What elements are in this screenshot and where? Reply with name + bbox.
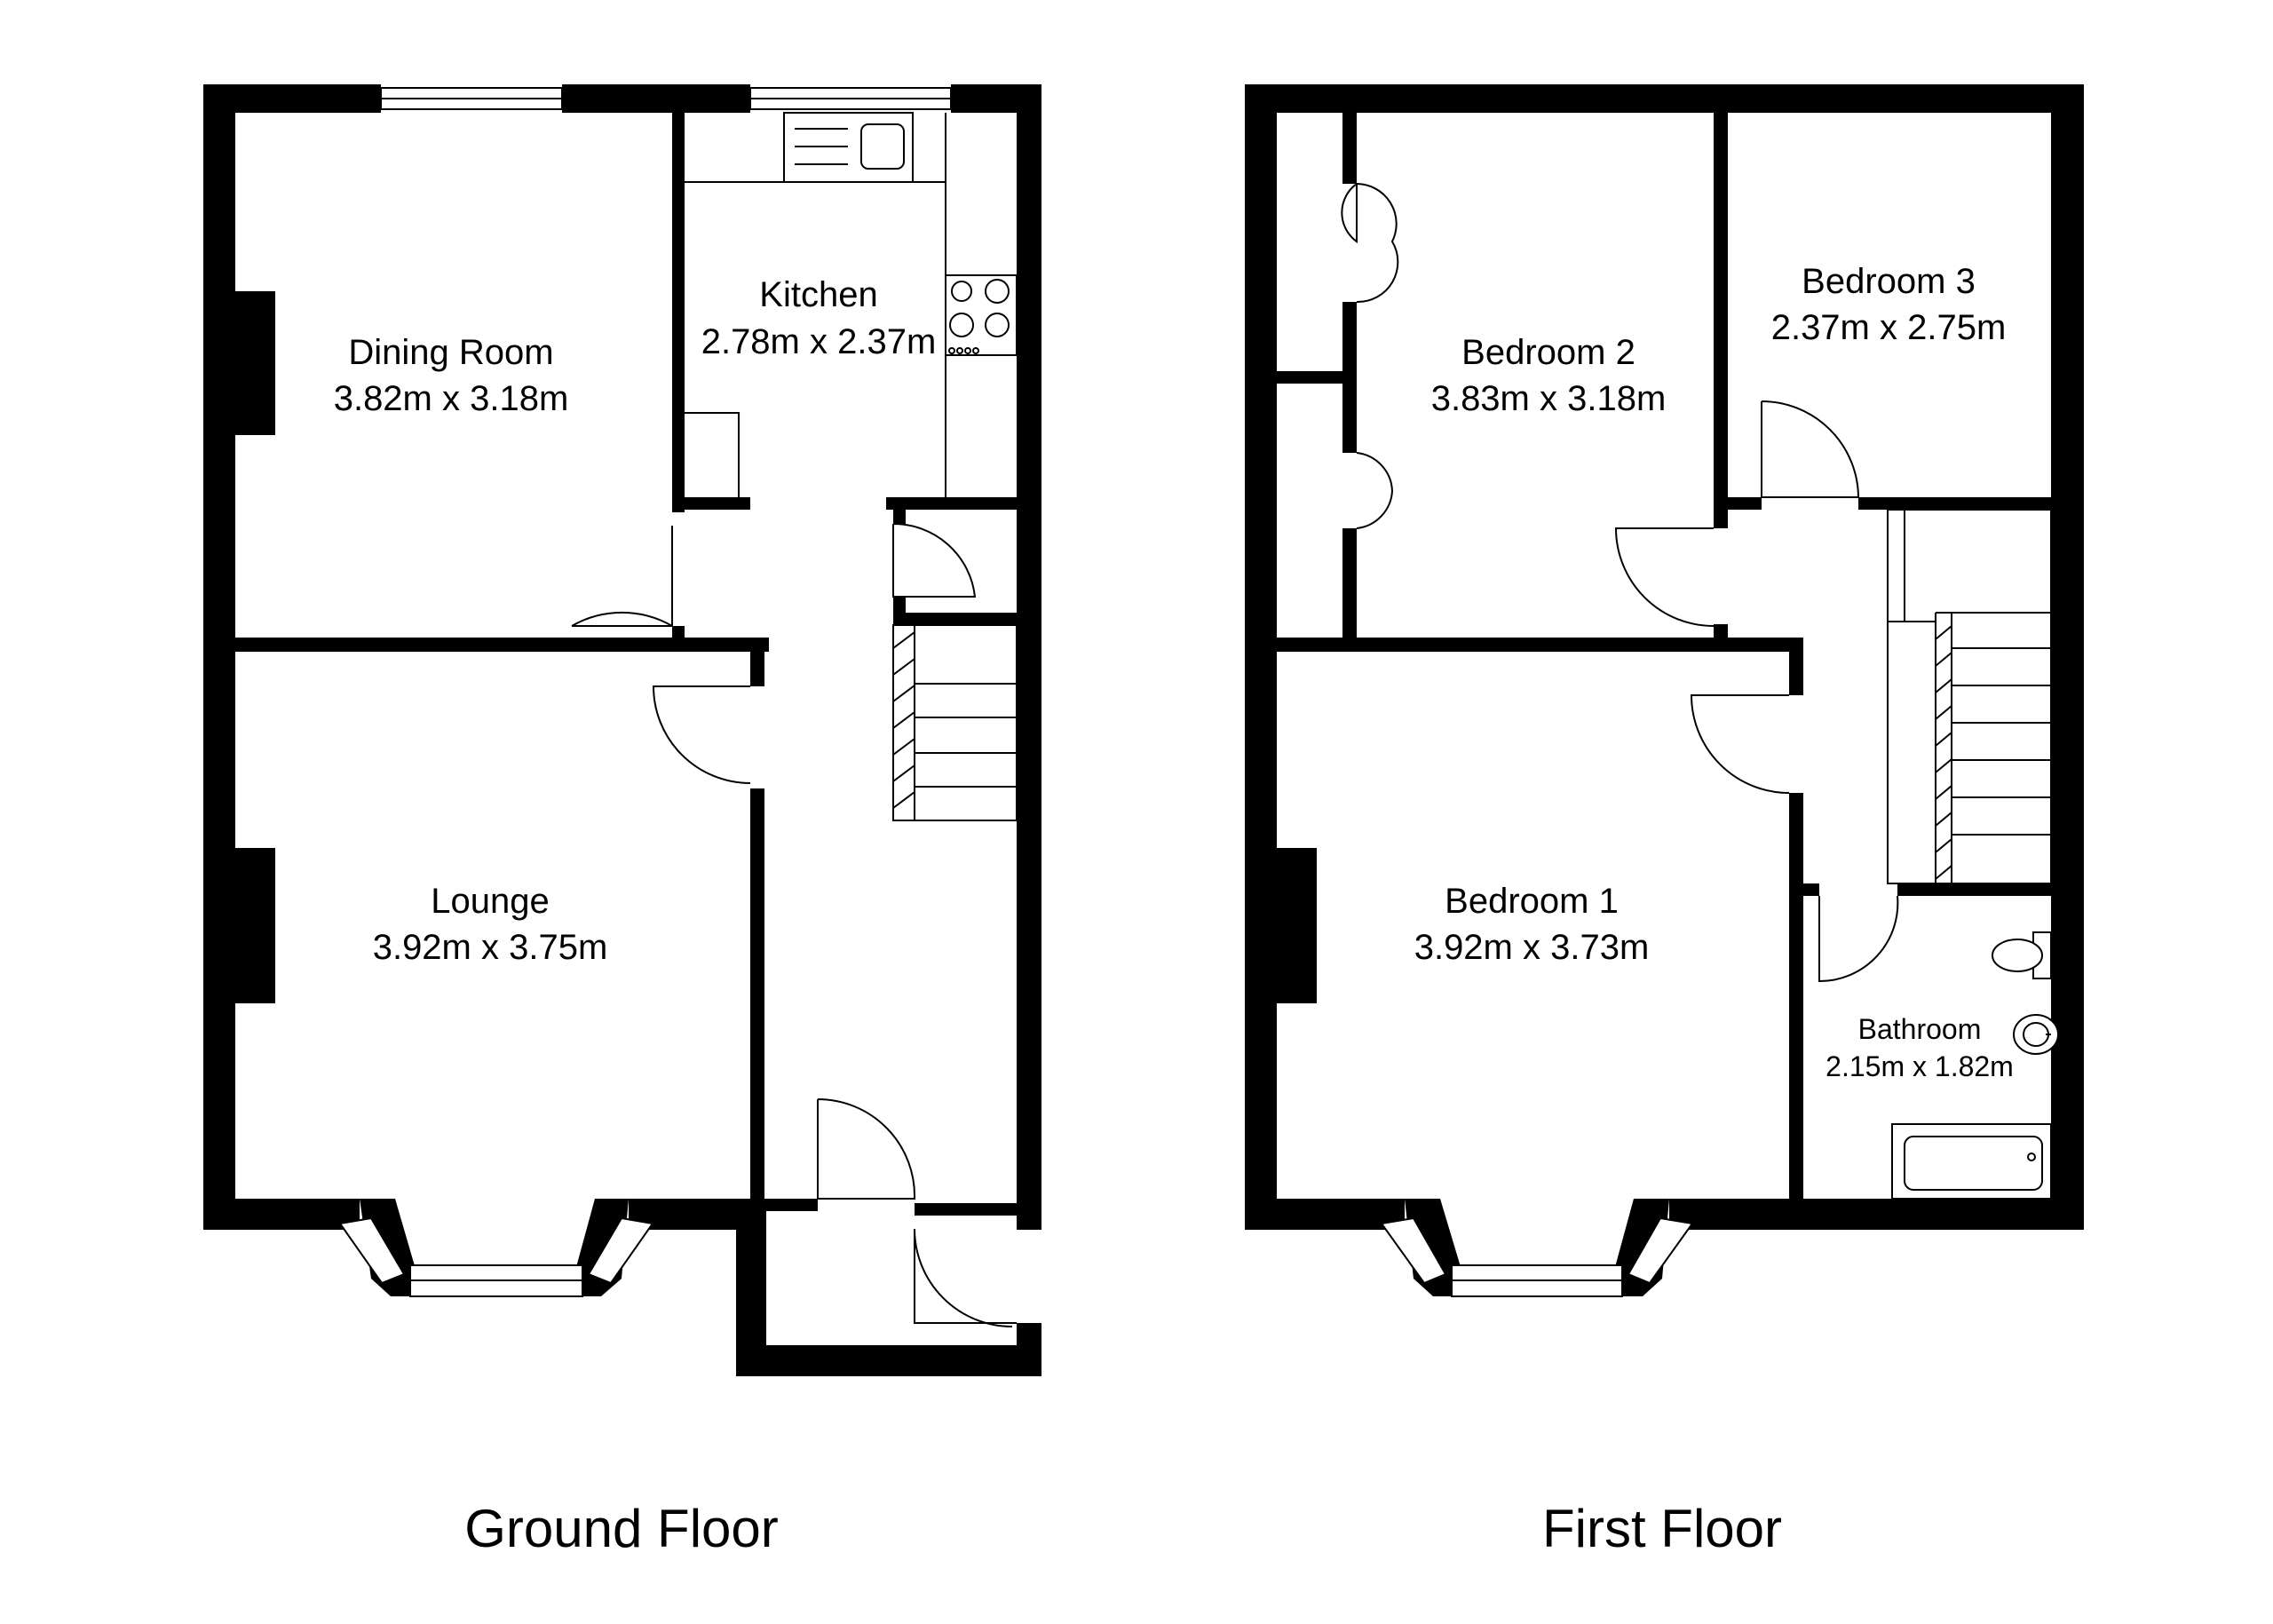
bedroom-1-size: 3.92m x 3.73m — [1414, 928, 1650, 967]
lounge-label: Lounge — [431, 882, 549, 921]
bathroom-label: Bathroom — [1858, 1013, 1982, 1045]
bedroom-2-label: Bedroom 2 — [1461, 333, 1635, 372]
first-floor-title: First Floor — [1542, 1499, 1782, 1558]
bedroom-3-size: 2.37m x 2.75m — [1771, 308, 2007, 347]
bedroom-3-label: Bedroom 3 — [1802, 262, 1976, 301]
dining-room-size: 3.82m x 3.18m — [334, 379, 569, 418]
bathroom-size: 2.15m x 1.82m — [1826, 1050, 2014, 1082]
dining-room-label: Dining Room — [348, 333, 553, 372]
kitchen-label: Kitchen — [759, 275, 877, 314]
bedroom-2-size: 3.83m x 3.18m — [1431, 379, 1667, 418]
ground-floor-title: Ground Floor — [464, 1499, 779, 1558]
first-floor-plan: Bedroom 2 3.83m x 3.18m Bedroom 3 2.37m … — [1245, 84, 2084, 1558]
kitchen-size: 2.78m x 2.37m — [701, 322, 937, 361]
bedroom-1-label: Bedroom 1 — [1445, 882, 1619, 921]
ground-floor-plan: Dining Room 3.82m x 3.18m Kitchen 2.78m … — [203, 84, 1041, 1558]
lounge-size: 3.92m x 3.75m — [373, 928, 608, 967]
